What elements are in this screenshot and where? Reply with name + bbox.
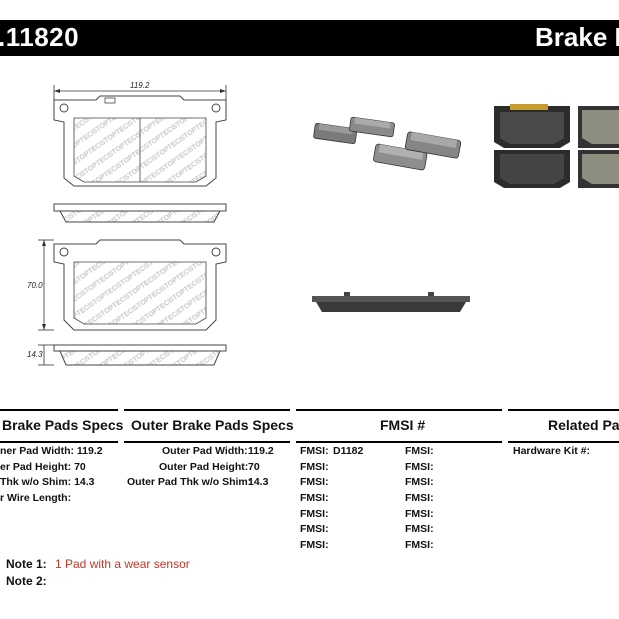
note-1-label: Note 1: [6,557,47,571]
outer-pad-thk-value: 14.3 [248,476,269,488]
fmsi-label: FMSI: [405,445,434,457]
pad-side-profile-bottom: 14.3 [27,344,227,366]
fmsi-label: FMSI: [300,523,329,535]
part-number: .11820 [0,22,80,52]
fmsi-label: FMSI: [300,508,329,520]
page-title: Brake P [535,22,619,52]
inner-specs-title: Brake Pads Specs [2,417,124,433]
inner-specs-header-bar [0,409,118,443]
fmsi-label: FMSI: [405,508,434,520]
width-label: 119.2 [130,81,150,90]
pad-front-photos [494,104,619,188]
fmsi-label: FMSI: [300,461,329,473]
hardware-kit-label: Hardware Kit #: [513,445,591,457]
inner-pad-thickness: Thk w/o Shim: 14.3 [0,476,95,488]
outer-pad-thk-label: Outer Pad Thk w/o Shim: [127,476,252,488]
drawings-area: STOPTECH 119.2 70.0 [27,81,619,366]
thickness-label: 14.3 [27,350,43,359]
outer-pad-width-value: 119.2 [248,445,274,457]
outer-specs-title: Outer Brake Pads Specs [131,417,294,433]
width-dimension: 119.2 [53,81,227,100]
height-label: 70.0 [27,281,43,290]
outer-specs-header-bar [124,409,290,443]
height-dimension: 70.0 [27,239,54,331]
outer-pad-height-value: 70 [248,461,260,473]
fmsi-header-bar [296,409,502,443]
header-bar [0,20,619,56]
fmsi-label: FMSI: [405,492,434,504]
pad-drawing-top [53,95,227,187]
pad-side-profile-top [53,203,227,223]
outer-pad-height-label: Outer Pad Height: [159,461,249,473]
fmsi-title: FMSI # [380,417,426,433]
fmsi-label: FMSI: [405,523,434,535]
fmsi-label: FMSI: [300,476,329,488]
fmsi-label: FMSI: [300,445,329,457]
pad-set-photo [313,116,462,171]
related-title: Related Par [548,417,619,433]
pad-drawing-bottom [53,239,227,331]
inner-pad-width: ner Pad Width: 119.2 [0,445,103,457]
fmsi-label: FMSI: [405,461,434,473]
fmsi-value: D1182 [333,445,364,457]
wear-wire-length: r Wire Length: [0,492,72,504]
inner-pad-height: er Pad Height: 70 [0,461,86,473]
fmsi-label: FMSI: [405,476,434,488]
fmsi-label: FMSI: [405,539,434,551]
related-header-bar [508,409,619,443]
fmsi-label: FMSI: [300,539,329,551]
pad-side-photo [312,292,470,312]
outer-pad-width-label: Outer Pad Width: [162,445,248,457]
note-2-label: Note 2: [6,574,47,588]
note-1-text: 1 Pad with a wear sensor [55,557,190,571]
fmsi-label: FMSI: [300,492,329,504]
